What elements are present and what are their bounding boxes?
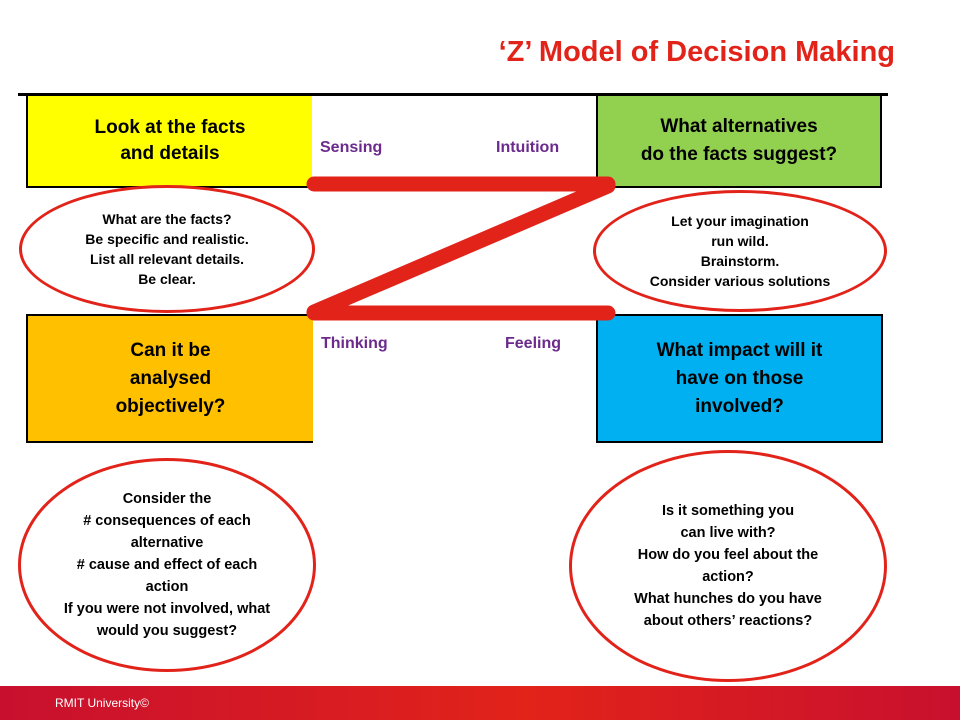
facts-box-line: and details [120,143,220,164]
impact-box-line: involved? [695,395,784,417]
ellipse-line: Is it something you [661,503,795,519]
analysed-box-line: analysed [129,367,212,389]
ellipse-line: can live with? [680,525,776,541]
facts-box-line: Look at the facts [94,117,246,138]
footer-bar: RMIT University© [0,686,960,720]
alternatives-box: What alternatives do the facts suggest? [596,96,882,188]
footer-text: RMIT University© [55,696,149,710]
page-title: ‘Z’ Model of Decision Making [498,36,895,68]
ellipse-line: Consider the [122,491,212,507]
consequences-ellipse: Consider the # consequences of each alte… [18,458,316,672]
ellipse-line: action? [702,569,754,585]
feeling-label: Feeling [505,335,562,352]
ellipse-line: run wild. [711,233,769,249]
ellipse-line: action [145,579,189,595]
facts-ellipse: What are the facts? Be specific and real… [19,185,315,313]
ellipse-line: What are the facts? [102,211,232,227]
ellipse-line: Be specific and realistic. [85,231,249,247]
ellipse-line: Consider various solutions [649,273,831,289]
impact-box-line: have on those [675,367,804,389]
alternatives-box-line: do the facts suggest? [640,144,838,165]
sensing-label: Sensing [320,139,383,156]
alternatives-box-line: What alternatives [660,116,818,137]
ellipse-line: # consequences of each [83,513,251,529]
ellipse-line: Let your imagination [671,213,809,229]
analysed-box-line: Can it be [130,339,211,361]
z-diagonal-stroke [306,178,616,320]
ellipse-line: If you were not involved, what [63,601,271,617]
ellipse-line: # cause and effect of each [76,557,258,573]
feelings-ellipse: Is it something you can live with? How d… [569,450,887,682]
impact-box: What impact will it have on those involv… [596,314,883,443]
title-divider [18,93,888,96]
imagination-ellipse: Let your imagination run wild. Brainstor… [593,190,887,312]
ellipse-line: List all relevant details. [89,251,245,267]
impact-box-line: What impact will it [656,339,823,361]
ellipse-line: alternative [130,535,204,551]
analysed-box: Can it be analysed objectively? [26,314,313,443]
ellipse-line: would you suggest? [96,623,238,639]
analysed-box-line: objectively? [115,395,226,417]
ellipse-line: How do you feel about the [637,547,819,563]
ellipse-line: What hunches do you have [634,591,822,607]
thinking-label: Thinking [321,335,388,352]
ellipse-line: Brainstorm. [700,253,780,269]
ellipse-line: Be clear. [138,271,196,287]
ellipse-line: about others’ reactions? [643,613,813,629]
intuition-label: Intuition [496,139,560,156]
facts-box: Look at the facts and details [26,96,312,188]
